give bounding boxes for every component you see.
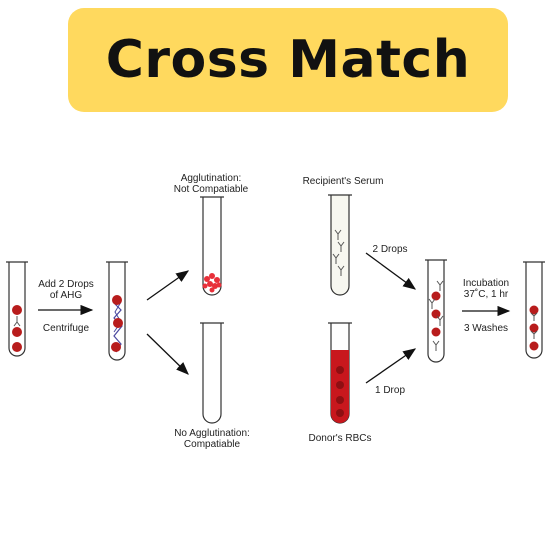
arrow-up-right-icon bbox=[146, 270, 190, 301]
tube-initial bbox=[6, 261, 28, 357]
arrow-up-right-icon bbox=[365, 348, 417, 384]
red-blood-cell-icon bbox=[431, 309, 441, 319]
red-blood-cell-icon bbox=[113, 318, 123, 328]
donor-rbcs-label: Donor's RBCs bbox=[308, 433, 371, 444]
red-blood-cell-icon bbox=[111, 342, 121, 352]
red-blood-cell-icon bbox=[431, 291, 441, 301]
washes-label: 3 Washes bbox=[464, 323, 508, 334]
centrifuge-label: Centrifuge bbox=[43, 323, 90, 334]
recipient-serum-label: Recipient's Serum bbox=[303, 176, 384, 187]
red-blood-cell-icon bbox=[336, 366, 344, 374]
arrow-down-right-icon bbox=[146, 333, 189, 375]
incubation-label-2: 37˚C, 1 hr bbox=[464, 288, 509, 300]
two-drops-label: 2 Drops bbox=[372, 244, 407, 255]
agglutination-label-2: Not Compatiable bbox=[174, 184, 249, 195]
red-blood-cell-icon bbox=[336, 409, 344, 417]
antibody-icon bbox=[13, 316, 21, 327]
no-agglutination-label-1: No Agglutination: bbox=[174, 428, 250, 439]
incubation-label-1: Incubation bbox=[463, 278, 509, 289]
add-ahg-label-2: of AHG bbox=[50, 290, 82, 301]
red-blood-cell-icon bbox=[529, 341, 539, 351]
tube-no-agglutination bbox=[200, 322, 224, 424]
red-blood-cell-icon bbox=[529, 323, 539, 333]
arrow-down-right-icon bbox=[365, 252, 417, 290]
red-blood-cell-icon bbox=[336, 396, 344, 404]
red-blood-cell-icon bbox=[529, 305, 539, 315]
antibody-icon bbox=[428, 280, 444, 351]
red-blood-cell-icon bbox=[336, 381, 344, 389]
red-blood-cell-icon bbox=[431, 327, 441, 337]
title-banner: Cross Match bbox=[68, 8, 508, 112]
tube-agglutination bbox=[200, 196, 224, 296]
red-blood-cell-icon bbox=[12, 327, 22, 337]
add-ahg-label-1: Add 2 Drops bbox=[38, 279, 94, 290]
tube-recipient-serum bbox=[328, 194, 352, 296]
no-agglutination-label-2: Compatiable bbox=[184, 439, 241, 450]
tube-mixed bbox=[425, 259, 447, 363]
antibody-icon bbox=[530, 312, 538, 339]
tube-final bbox=[523, 261, 545, 359]
antibody-icon bbox=[332, 229, 345, 276]
tube-donor-rbcs bbox=[328, 322, 352, 424]
agglutinated-cells-icon bbox=[202, 273, 222, 293]
agglutination-label-1: Agglutination: bbox=[181, 173, 242, 184]
tube-ahg bbox=[106, 261, 128, 361]
red-blood-cell-icon bbox=[12, 305, 22, 315]
one-drop-label: 1 Drop bbox=[375, 385, 405, 396]
page-title: Cross Match bbox=[105, 30, 471, 90]
red-blood-cell-icon bbox=[12, 342, 22, 352]
red-blood-cell-icon bbox=[112, 295, 122, 305]
